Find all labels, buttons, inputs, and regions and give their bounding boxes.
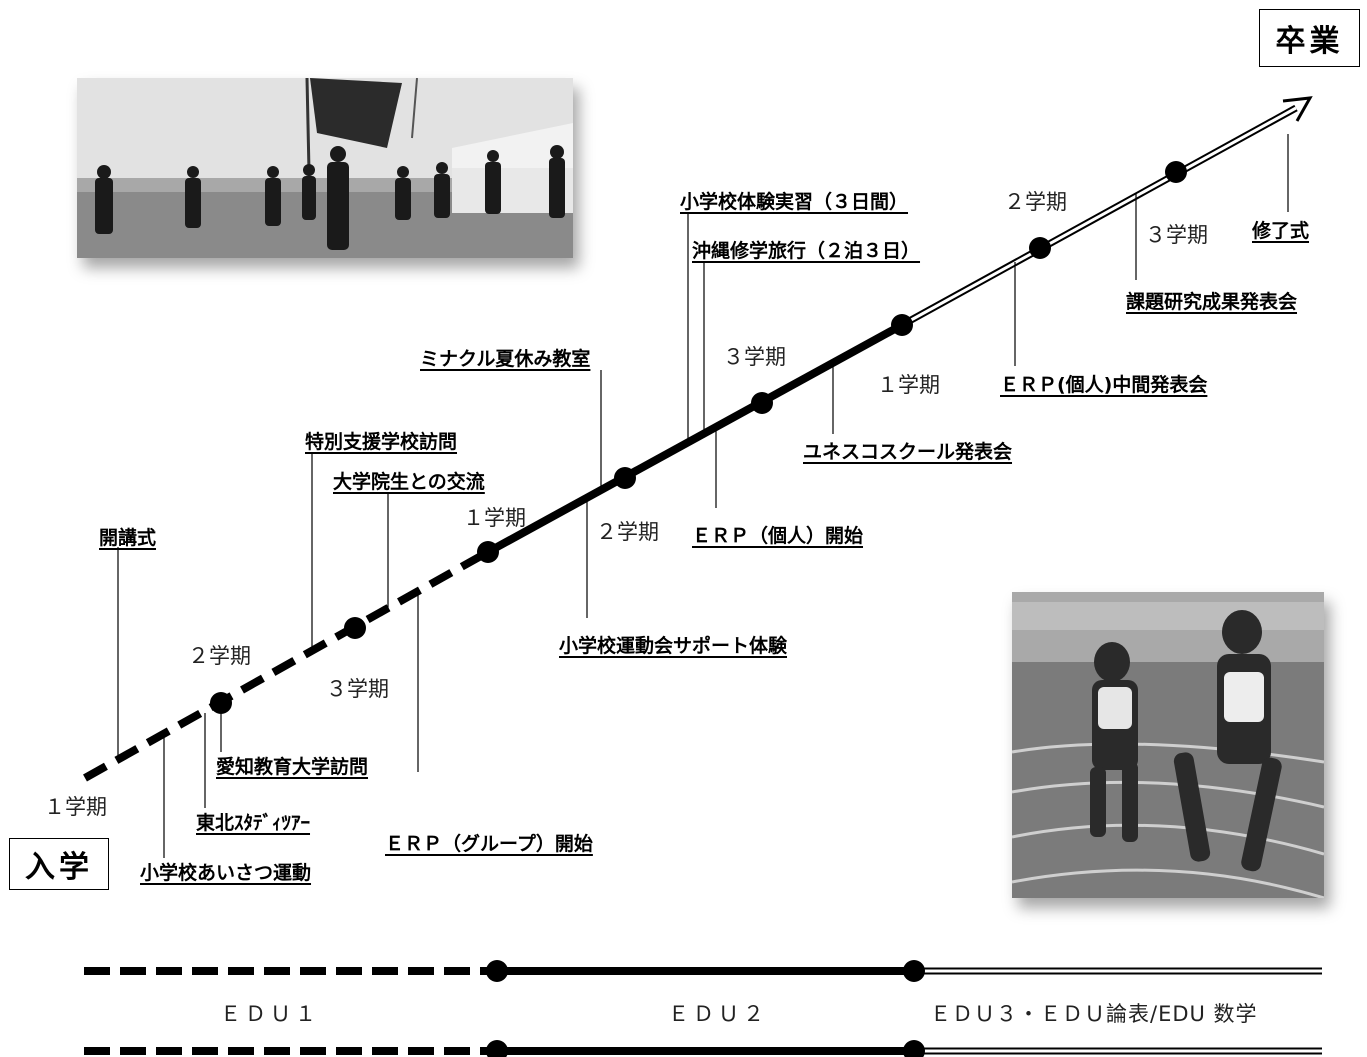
event-minakuru-summer: ミナクル夏休み教室	[420, 348, 591, 370]
photo-track-runners-image	[1012, 592, 1324, 898]
event-research-presentation: 課題研究成果発表会	[1126, 291, 1298, 313]
event-special-school-visit: 特別支援学校訪問	[305, 431, 458, 453]
term-label: １学期	[463, 506, 526, 530]
term-dot	[477, 541, 499, 563]
term-dot	[891, 314, 913, 336]
event-greeting-campaign: 小学校あいさつ運動	[140, 862, 312, 884]
stage2-solid-line	[486, 321, 904, 556]
stage-label-edu2: ＥＤＵ２	[668, 1002, 768, 1026]
arrow-head	[1282, 96, 1313, 122]
event-sports-day-support: 小学校運動会サポート体験	[559, 635, 788, 657]
event-aichi-visit: 愛知教育大学訪問	[216, 756, 369, 778]
term-label: ２学期	[1004, 190, 1067, 214]
event-unesco-presentation: ユネスコスクール発表会	[803, 441, 1013, 463]
bar2-dot	[903, 1040, 925, 1057]
term-dot	[210, 692, 232, 714]
term-dot	[614, 467, 636, 489]
photo-students-performance	[77, 78, 573, 258]
term-label: ３学期	[326, 677, 389, 701]
photo-students-performance-image	[77, 78, 573, 258]
term-dot	[1165, 161, 1187, 183]
event-grad-student-exchange: 大学院生との交流	[333, 471, 485, 493]
term-dot	[344, 617, 366, 639]
photo-track-runners	[1012, 592, 1324, 898]
term-label: １学期	[44, 795, 107, 819]
event-erp-individual-start: ＥＲＰ（個人）開始	[692, 525, 864, 547]
stage1-dashed-line	[83, 548, 490, 782]
term-label: ２学期	[188, 644, 251, 668]
term-label: １学期	[877, 373, 940, 397]
bar1-dot	[903, 960, 925, 982]
event-okinawa-trip: 沖縄修学旅行（２泊３日）	[692, 240, 921, 262]
event-erp-midterm: ＥＲＰ(個人)中間発表会	[1000, 374, 1208, 396]
term-label: ３学期	[1145, 223, 1208, 247]
end-label-box: 卒業	[1259, 9, 1360, 67]
event-tohoku-tour: 東北ｽﾀﾃﾞｨﾂｱｰ	[196, 812, 311, 834]
leader-lines	[117, 134, 1289, 858]
stage-label-edu1: ＥＤＵ１	[220, 1002, 320, 1026]
bar1-dot	[486, 960, 508, 982]
event-completion-ceremony: 修了式	[1252, 220, 1310, 242]
term-dot	[751, 392, 773, 414]
stage3-double-line-inner	[901, 106, 1297, 327]
end-label: 卒業	[1275, 24, 1344, 59]
term-dot	[1029, 237, 1051, 259]
term-label: ３学期	[723, 345, 786, 369]
stage-label-edu3: ＥＤＵ３・ＥＤＵ論表/EDU 数学	[930, 1002, 1258, 1026]
start-label-box: 入学	[9, 838, 109, 890]
event-school-practicum: 小学校体験実習（３日間）	[680, 191, 909, 213]
event-erp-group-start: ＥＲＰ（グループ）開始	[385, 833, 593, 855]
event-opening: 開講式	[99, 527, 157, 549]
bar2-dot	[486, 1040, 508, 1057]
start-label: 入学	[25, 850, 93, 885]
term-label: ２学期	[596, 520, 659, 544]
